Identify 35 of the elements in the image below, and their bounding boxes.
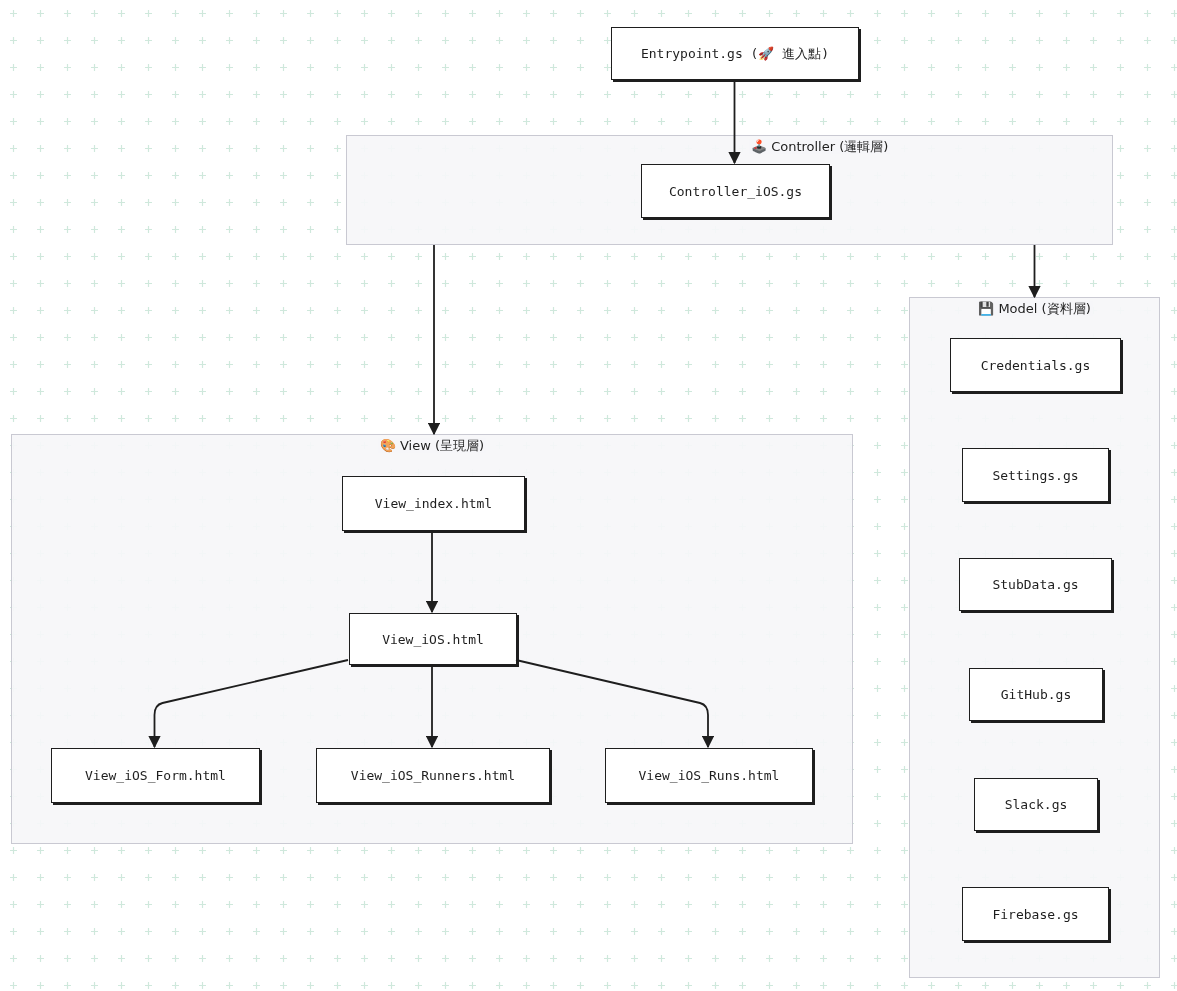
arrow — [728, 79, 741, 165]
file-box — [962, 887, 1109, 941]
file-box — [605, 748, 813, 803]
file-name: StubData.gs — [992, 577, 1079, 592]
arrow — [427, 244, 441, 436]
file-box — [974, 778, 1098, 831]
arrow — [148, 659, 349, 749]
file-box — [611, 27, 859, 80]
file-name: View_iOS_Runners.html — [350, 768, 516, 783]
file-box — [342, 476, 525, 531]
file-name: View_index.html — [374, 496, 493, 511]
group-title: 💾 Model (資料層) — [976, 301, 1093, 316]
layer-group — [909, 297, 1160, 978]
file-name: Credentials.gs — [980, 357, 1091, 373]
layer-group — [346, 135, 1113, 245]
file-name: View_iOS_Form.html — [85, 768, 226, 783]
file-box — [349, 613, 517, 665]
file-name: Settings.gs — [992, 467, 1079, 483]
file-name: Controller_iOS.gs — [668, 183, 803, 199]
file-box — [969, 668, 1103, 721]
file-box — [51, 748, 260, 803]
file-name: Entrypoint.gs (🚀 進入點) — [640, 44, 830, 63]
file-box — [316, 748, 550, 803]
file-box — [962, 448, 1109, 502]
file-name: Slack.gs — [1004, 797, 1068, 812]
file-name: Firebase.gs — [992, 906, 1079, 922]
arrow — [1028, 244, 1041, 299]
file-name: GitHub.gs — [1000, 687, 1072, 702]
file-box — [959, 558, 1112, 611]
file-box — [950, 338, 1121, 392]
file-name: View_iOS_Runs.html — [638, 768, 780, 783]
file-box — [641, 164, 830, 218]
group-title: 🕹 Controller (邏輯層) — [749, 139, 891, 154]
layer-group — [11, 434, 853, 844]
file-name: View_iOS.html — [382, 631, 484, 647]
